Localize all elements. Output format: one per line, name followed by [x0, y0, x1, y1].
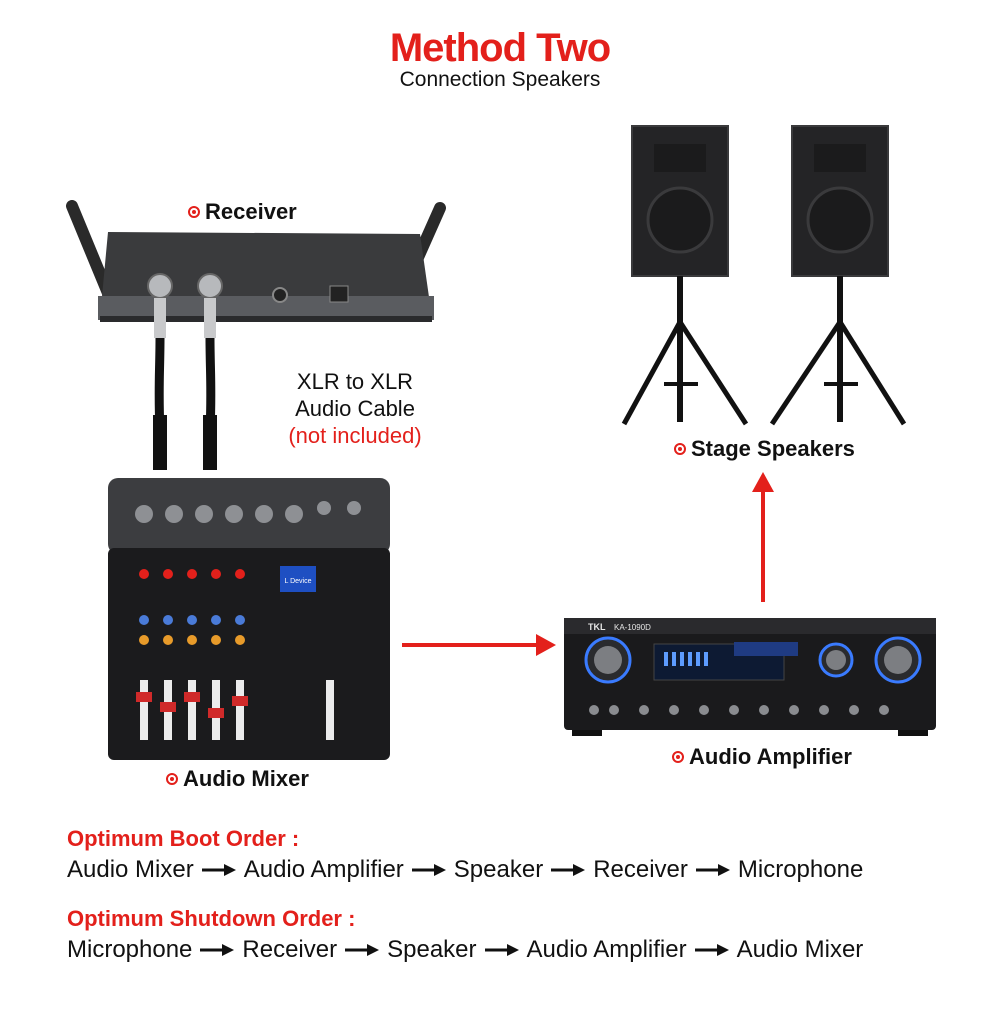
boot-order-row: Audio Mixer Audio Amplifier Speaker Rece… — [67, 856, 863, 884]
shutdown-step: Speaker — [387, 936, 477, 963]
amp-brand: TKL — [588, 622, 606, 632]
cable-line1: XLR to XLR — [296, 369, 414, 394]
boot-step: Audio Amplifier — [243, 856, 404, 883]
shutdown-step: Audio Amplifier — [526, 936, 687, 963]
bullet-icon — [188, 206, 200, 218]
shutdown-order-row: Microphone Receiver Speaker Audio Amplif… — [67, 936, 863, 964]
right-arrow-icon — [345, 944, 380, 956]
shutdown-step: Microphone — [67, 936, 193, 963]
boot-step: Speaker — [453, 856, 544, 883]
boot-step: Receiver — [593, 856, 688, 883]
receiver-label-text: Receiver — [205, 199, 297, 224]
right-arrow-icon — [484, 944, 519, 956]
cable-line2: Audio Cable — [295, 396, 415, 421]
speakers-label: Stage Speakers — [674, 436, 855, 462]
page-subtitle: Connection Speakers — [399, 68, 601, 91]
bullet-icon — [674, 443, 686, 455]
shutdown-step: Audio Mixer — [736, 936, 864, 963]
cable-not-included: (not included) — [288, 423, 422, 448]
mixer-screen-text: L Device — [285, 578, 312, 585]
amplifier-label-text: Audio Amplifier — [689, 744, 852, 769]
right-arrow-icon — [551, 864, 586, 876]
mixer-label: Audio Mixer — [166, 766, 309, 792]
speakers-label-text: Stage Speakers — [691, 436, 855, 461]
mixer-label-text: Audio Mixer — [183, 766, 309, 791]
shutdown-order-title: Optimum Shutdown Order : — [67, 906, 356, 931]
right-arrow-icon — [694, 944, 729, 956]
mixer-illustration: L Device — [108, 478, 390, 760]
arrow-amp-to-speakers — [752, 472, 774, 602]
arrow-mixer-to-amp — [402, 634, 556, 656]
bullet-icon — [166, 773, 178, 785]
boot-order-title: Optimum Boot Order : — [67, 826, 300, 851]
right-arrow-icon — [411, 864, 446, 876]
shutdown-step: Receiver — [242, 936, 338, 963]
bullet-icon — [672, 751, 684, 763]
amplifier-illustration: TKL KA-1090D — [564, 618, 936, 736]
right-arrow-icon — [695, 864, 730, 876]
boot-step: Microphone — [737, 856, 864, 883]
boot-step: Audio Mixer — [67, 856, 194, 883]
speaker-left — [621, 125, 749, 426]
receiver-label: Receiver — [188, 199, 297, 225]
receiver-illustration — [66, 200, 446, 470]
amplifier-label: Audio Amplifier — [672, 744, 852, 770]
right-arrow-icon — [201, 864, 236, 876]
page-title: Method Two — [389, 26, 611, 70]
right-arrow-icon — [200, 944, 235, 956]
speakers-illustration — [621, 125, 907, 426]
amp-model: KA-1090D — [614, 623, 651, 632]
cable-note: XLR to XLR Audio Cable (not included) — [270, 368, 440, 449]
speaker-right — [769, 125, 907, 426]
